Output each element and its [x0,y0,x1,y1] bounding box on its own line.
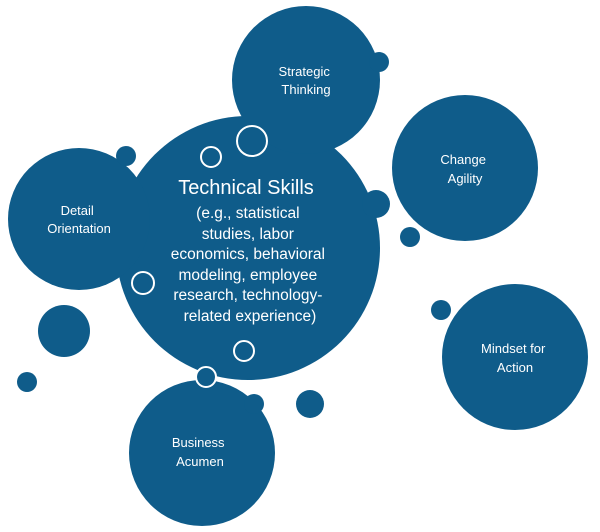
description-line: (e.g., statistical [196,205,299,222]
label-line: Strategic [279,64,331,79]
small-bubble [116,146,136,166]
outlined-bubble [236,125,268,157]
business-acumen-bubble [129,380,275,526]
label-line: Mindset for [481,341,546,356]
small-bubble [38,305,90,357]
description-line: economics, behavioral [171,246,325,263]
small-bubble [362,190,390,218]
change-agility-label: Change Agility [440,152,489,186]
label-line: Agility [448,171,483,186]
business-acumen-label: Business Acumen [172,435,228,469]
mindset-for-action-label: Mindset for Action [481,341,549,375]
small-bubble [369,52,389,72]
label-line: Detail [61,203,94,218]
detail-orientation-bubble [8,148,150,290]
strategic-thinking-label: Strategic Thinking [279,64,334,97]
change-agility-bubble [392,95,538,241]
small-bubble [400,227,420,247]
mindset-for-action-bubble [442,284,588,430]
label-line: Orientation [47,221,111,236]
label-line: Action [497,360,533,375]
technical-skills-bubble [116,116,380,380]
label-line: Thinking [281,82,330,97]
small-bubble [17,372,37,392]
small-bubble [431,300,451,320]
description-line: related experience) [184,308,317,325]
detail-orientation-label: Detail Orientation [47,203,111,236]
outlined-bubble [195,366,217,388]
outlined-bubble [233,340,255,362]
small-bubble [296,390,324,418]
technical-skills-description: (e.g., statistical studies, labor econom… [171,205,330,325]
outlined-bubble [200,146,222,168]
label-line: Change [440,152,486,167]
description-line: modeling, employee [178,267,317,284]
description-line: studies, labor [202,226,294,243]
description-line: research, technology- [173,287,322,304]
outlined-bubble [131,271,155,295]
label-line: Acumen [176,454,224,469]
small-bubble [244,394,264,414]
label-line: Business [172,435,225,450]
strategic-thinking-bubble [232,6,380,154]
technical-skills-title: Technical Skills [178,177,314,199]
